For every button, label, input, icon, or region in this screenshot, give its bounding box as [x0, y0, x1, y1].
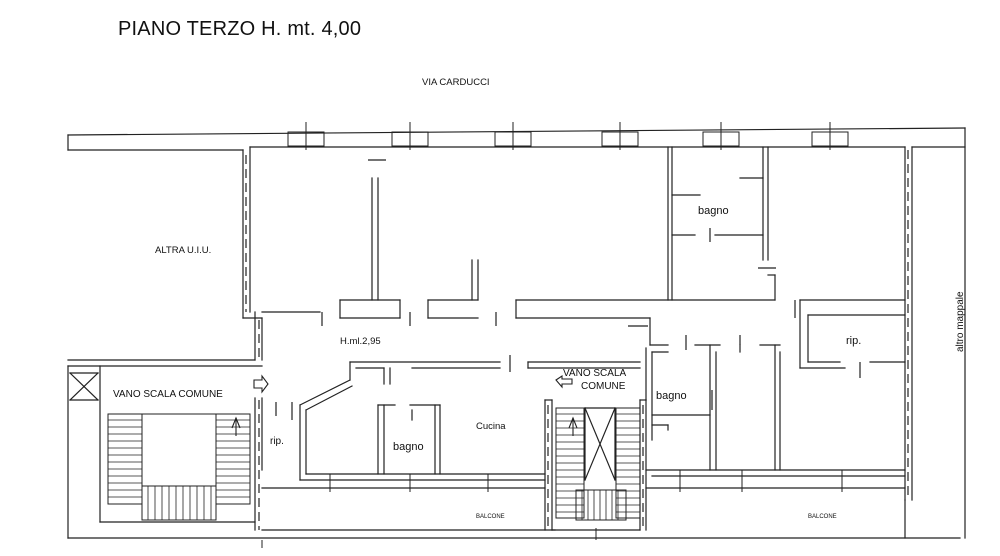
stair-center-label-1: VANO SCALA: [563, 368, 626, 379]
stair-left-label: VANO SCALA COMUNE: [113, 389, 223, 400]
bathroom-right-label: bagno: [656, 390, 687, 402]
other-unit-label: ALTRA U.I.U.: [155, 245, 211, 256]
street-label: VIA CARDUCCI: [422, 77, 490, 88]
other-parcel-label: altro mappale: [955, 291, 966, 352]
kitchen-label: Cucina: [476, 421, 506, 432]
balcony-left-label: BALCONE: [476, 514, 505, 520]
bathroom-mid-label: bagno: [393, 441, 424, 453]
stair-center-label-2: COMUNE: [581, 381, 626, 392]
storage-left-label: rip.: [270, 436, 284, 447]
ceiling-height-label: H.ml.2,95: [340, 336, 381, 347]
floor-title: PIANO TERZO H. mt. 4,00: [118, 18, 362, 40]
balcony-right-label: BALCONE: [808, 514, 837, 520]
storage-right-label: rip.: [846, 335, 861, 347]
bathroom-top-label: bagno: [698, 205, 729, 217]
